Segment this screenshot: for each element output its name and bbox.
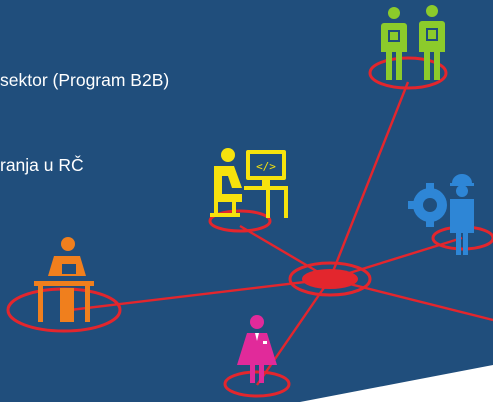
text-line-program-b2b: sektor (Program B2B) (0, 70, 170, 90)
svg-text:</>: </> (256, 160, 276, 173)
text-line-rc: ranja u RČ (0, 155, 84, 175)
ring-woman (223, 370, 291, 398)
developer-at-computer-icon: </> (210, 148, 288, 218)
connection-lines (69, 81, 493, 386)
link-right (329, 277, 493, 322)
link-students (328, 81, 410, 280)
worker-with-gear-icon (408, 174, 474, 255)
businesswoman-icon (237, 315, 277, 383)
hub-node (302, 269, 358, 289)
corner-wedge (300, 365, 493, 402)
ring-hub (288, 261, 372, 297)
link-developer (239, 224, 331, 281)
ring-developer (208, 209, 272, 233)
ring-students (368, 56, 448, 90)
link-artisan (69, 277, 331, 312)
students-icon (381, 5, 445, 80)
link-woman (256, 278, 331, 386)
artisan-at-workbench-icon (34, 237, 94, 322)
